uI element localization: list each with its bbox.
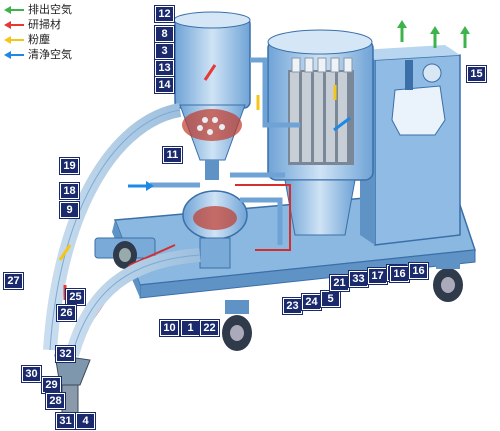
callout-label: 15: [467, 66, 486, 82]
callout-label: 17: [368, 268, 387, 284]
blast-nozzle: [54, 354, 91, 416]
callout-label: 11: [163, 147, 182, 163]
dust-collector-cabinet: [360, 45, 461, 246]
pipes: [150, 57, 300, 245]
callout-label: 10: [160, 320, 179, 336]
callout-label: 16: [409, 263, 428, 279]
blast-hose: [43, 103, 201, 357]
callout-label: 32: [56, 346, 75, 362]
callout-label: 5: [321, 291, 340, 307]
callout-label: 13: [155, 60, 174, 76]
callout-label: 33: [349, 271, 368, 287]
callout-label: 27: [4, 273, 23, 289]
legend-item: 粉塵: [4, 33, 124, 48]
callout-label: 14: [155, 77, 174, 93]
cyclone-separator: [173, 11, 251, 180]
callout-label: 21: [330, 275, 349, 291]
callout-label: 4: [76, 413, 95, 429]
callout-label: 25: [66, 289, 85, 305]
callout-label: 30: [22, 366, 41, 382]
flow-arrows: [58, 20, 470, 300]
legend: 排出空気 研掃材 粉塵 清浄空気: [4, 3, 124, 63]
callout-label: 18: [60, 183, 79, 199]
callout-label: 19: [60, 158, 79, 174]
callout-label: 16: [390, 266, 409, 282]
legend-label: 研掃材: [28, 18, 61, 31]
callout-label: 23: [283, 298, 302, 314]
wheel: [113, 241, 463, 351]
callout-label: 1: [181, 320, 200, 336]
callout-label: 28: [46, 393, 65, 409]
callout-label: 29: [42, 377, 61, 393]
pressure-vessel: [182, 190, 248, 269]
callout-label: 24: [302, 294, 321, 310]
callout-label: 3: [155, 43, 174, 59]
callout-label: 22: [200, 320, 219, 336]
callout-label: 31: [56, 413, 75, 429]
legend-label: 粉塵: [28, 33, 50, 46]
callout-label: 8: [155, 26, 174, 42]
arrow-icon: [4, 21, 24, 29]
arrow-icon: [4, 36, 24, 44]
callout-label: 12: [155, 6, 174, 22]
callout-label: 9: [60, 202, 79, 218]
legend-label: 排出空気: [28, 3, 72, 16]
filter-drum: [267, 29, 374, 236]
arrow-icon: [4, 51, 24, 59]
legend-item: 清浄空気: [4, 48, 124, 63]
legend-item: 排出空気: [4, 3, 124, 18]
callout-label: 26: [57, 305, 76, 321]
arrow-icon: [4, 6, 24, 14]
legend-label: 清浄空気: [28, 48, 72, 61]
legend-item: 研掃材: [4, 18, 124, 33]
